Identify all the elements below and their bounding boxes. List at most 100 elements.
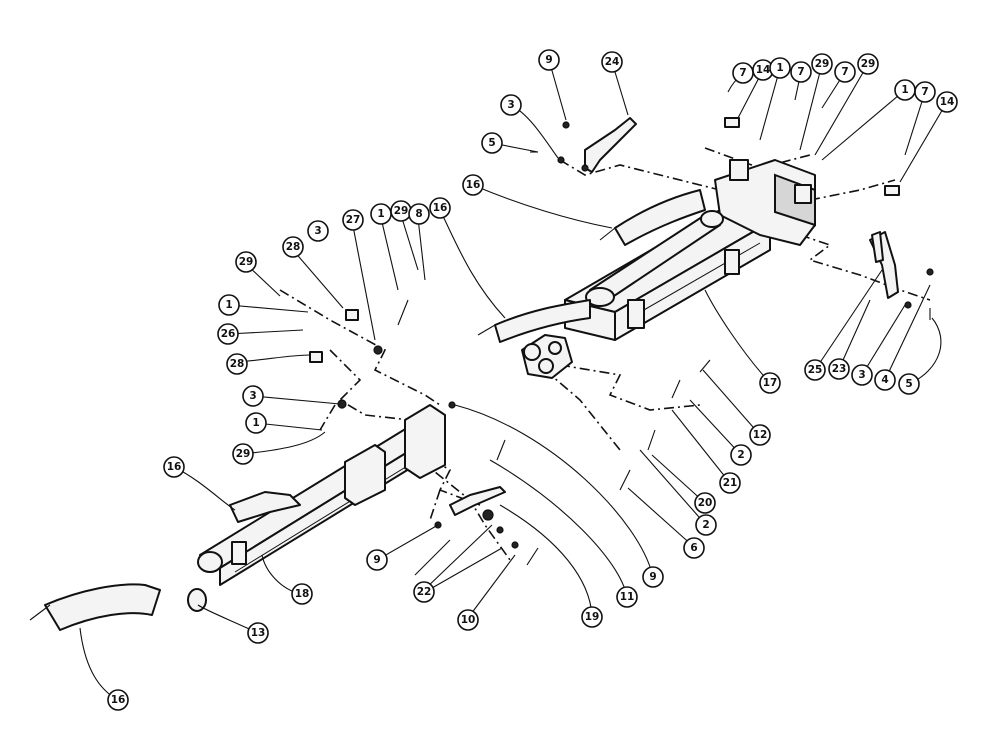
callout-9-top: 9 bbox=[538, 49, 560, 71]
lower-mid-clamp bbox=[344, 444, 386, 506]
nut-14b bbox=[884, 185, 900, 196]
svg-text:2: 2 bbox=[737, 449, 744, 461]
upper-shanks bbox=[477, 189, 706, 343]
callout-24: 24 bbox=[601, 51, 623, 73]
svg-text:14: 14 bbox=[756, 64, 771, 76]
lower-bracket-19 bbox=[449, 486, 506, 516]
upper-brackets bbox=[584, 117, 899, 299]
lower-hitch-block bbox=[404, 404, 446, 479]
svg-text:20: 20 bbox=[698, 497, 713, 509]
svg-text:1: 1 bbox=[225, 299, 232, 311]
callout-1-b: 1 bbox=[894, 79, 916, 101]
svg-text:13: 13 bbox=[251, 627, 266, 639]
hardware bbox=[309, 117, 934, 566]
svg-text:3: 3 bbox=[507, 99, 514, 111]
lower-beam-end bbox=[197, 551, 223, 573]
svg-text:24: 24 bbox=[605, 56, 620, 68]
ring-13 bbox=[187, 588, 207, 612]
upper-shank-right bbox=[614, 189, 706, 246]
svg-text:10: 10 bbox=[461, 614, 476, 626]
callout-3-right: 3 bbox=[851, 364, 873, 386]
svg-text:16: 16 bbox=[167, 461, 182, 473]
callout-balloons: 9 24 7 14 1 7 29 7 29 1 7 14 3 5 16 27 1… bbox=[107, 49, 958, 711]
svg-text:4: 4 bbox=[881, 374, 888, 386]
svg-text:29: 29 bbox=[815, 58, 830, 70]
callout-29-a: 29 bbox=[811, 53, 833, 75]
callout-11: 11 bbox=[616, 586, 638, 608]
svg-text:11: 11 bbox=[620, 591, 635, 603]
callout-13: 13 bbox=[247, 622, 269, 644]
callout-5-right: 5 bbox=[898, 373, 920, 395]
svg-text:29: 29 bbox=[239, 256, 254, 268]
svg-text:18: 18 bbox=[295, 588, 310, 600]
callout-14-b: 14 bbox=[936, 91, 958, 113]
svg-text:3: 3 bbox=[314, 225, 321, 237]
callout-21: 21 bbox=[719, 472, 741, 494]
upper-beam-assembly bbox=[521, 159, 816, 379]
callout-3-top: 3 bbox=[500, 94, 522, 116]
upper-end-hole-3 bbox=[548, 341, 562, 355]
upper-clamp-2 bbox=[724, 249, 740, 275]
callout-1-d: 1 bbox=[218, 294, 240, 316]
svg-text:23: 23 bbox=[832, 363, 847, 375]
svg-text:22: 22 bbox=[417, 586, 432, 598]
svg-text:1: 1 bbox=[901, 84, 908, 96]
svg-text:26: 26 bbox=[221, 328, 236, 340]
svg-text:7: 7 bbox=[841, 66, 848, 78]
callout-1-e: 1 bbox=[245, 412, 267, 434]
svg-text:1: 1 bbox=[377, 208, 384, 220]
svg-text:5: 5 bbox=[905, 378, 912, 390]
svg-text:3: 3 bbox=[858, 369, 865, 381]
callout-9-right: 9 bbox=[642, 566, 664, 588]
svg-text:28: 28 bbox=[286, 241, 301, 253]
svg-text:29: 29 bbox=[861, 58, 876, 70]
callout-3-b: 3 bbox=[307, 220, 329, 242]
upper-hitch-tab-right bbox=[794, 184, 812, 204]
callout-22: 22 bbox=[413, 581, 435, 603]
svg-text:9: 9 bbox=[545, 54, 552, 66]
callout-28-a: 28 bbox=[282, 236, 304, 258]
callout-8: 8 bbox=[408, 203, 430, 225]
callout-16-upper: 16 bbox=[462, 174, 484, 196]
svg-text:7: 7 bbox=[739, 67, 746, 79]
lower-curved-shank bbox=[44, 583, 161, 631]
callout-14-a: 14 bbox=[752, 59, 774, 81]
callout-16-lower: 16 bbox=[163, 456, 185, 478]
callout-29-e: 29 bbox=[232, 443, 254, 465]
svg-text:8: 8 bbox=[415, 208, 422, 220]
callout-29-b: 29 bbox=[857, 53, 879, 75]
svg-text:6: 6 bbox=[690, 542, 697, 554]
upper-end-hole-1 bbox=[523, 343, 541, 361]
callout-12: 12 bbox=[749, 424, 771, 446]
lower-beam-assembly bbox=[197, 404, 506, 586]
upper-end-hole-2 bbox=[538, 358, 554, 374]
callout-23: 23 bbox=[828, 358, 850, 380]
svg-text:5: 5 bbox=[488, 137, 495, 149]
upper-cylinder-end bbox=[700, 210, 724, 228]
lower-shank-mid bbox=[229, 491, 301, 523]
svg-text:16: 16 bbox=[466, 179, 481, 191]
callout-2-a: 2 bbox=[695, 514, 717, 536]
svg-text:29: 29 bbox=[394, 205, 409, 217]
upper-shank-middle bbox=[494, 299, 591, 343]
svg-text:27: 27 bbox=[346, 214, 361, 226]
callout-27: 27 bbox=[342, 209, 364, 231]
callout-16-middle: 16 bbox=[429, 197, 451, 219]
upper-cylinder-collar bbox=[585, 287, 615, 307]
upper-hitch-tab bbox=[729, 159, 749, 181]
svg-text:16: 16 bbox=[433, 202, 448, 214]
callout-7-b: 7 bbox=[790, 61, 812, 83]
callout-7-c: 7 bbox=[834, 61, 856, 83]
callout-9-lower: 9 bbox=[366, 549, 388, 571]
svg-text:1: 1 bbox=[252, 417, 259, 429]
svg-text:21: 21 bbox=[723, 477, 738, 489]
svg-text:7: 7 bbox=[921, 86, 928, 98]
callout-17: 17 bbox=[759, 372, 781, 394]
callout-1-a: 1 bbox=[769, 57, 791, 79]
bracket-24 bbox=[584, 117, 637, 173]
svg-text:16: 16 bbox=[111, 694, 126, 706]
callout-3-c: 3 bbox=[242, 385, 264, 407]
callout-26: 26 bbox=[217, 323, 239, 345]
svg-text:7: 7 bbox=[797, 66, 804, 78]
